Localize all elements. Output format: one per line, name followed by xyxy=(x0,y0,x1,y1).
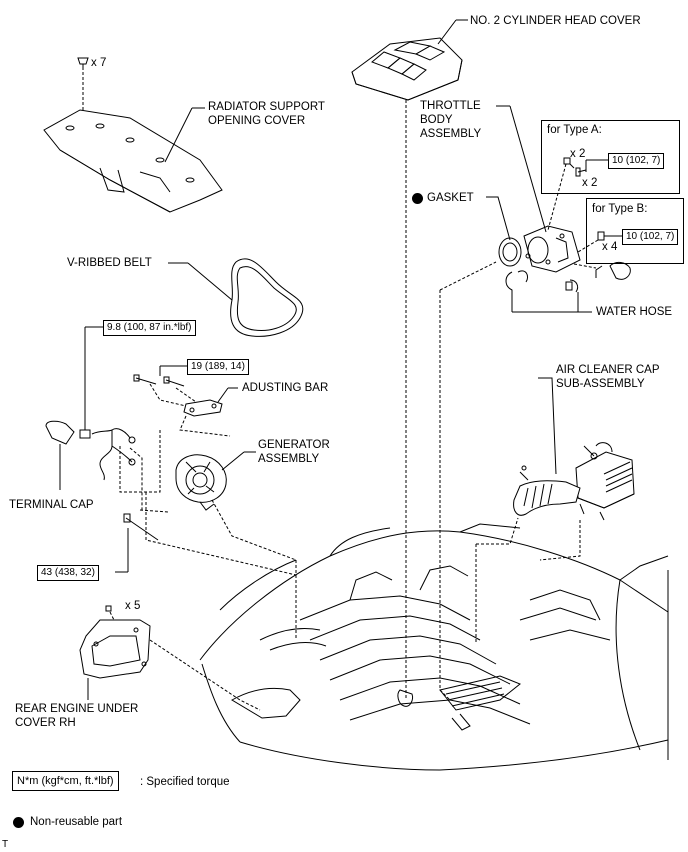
non-reusable-legend-text: Non-reusable part xyxy=(30,816,123,828)
throttle-body-label-2: BODY xyxy=(420,114,453,126)
footer-code: T xyxy=(2,839,9,850)
v-ribbed-belt-part xyxy=(230,258,304,337)
cylinder-head-cover-part xyxy=(351,37,463,101)
cylinder-head-cover-label: NO. 2 CYLINDER HEAD COVER xyxy=(470,15,641,27)
rear-engine-under-cover-part xyxy=(79,619,151,679)
type-b-torque: 10 (102, 7) xyxy=(622,229,679,245)
type-a-qty-bottom: x 2 xyxy=(582,177,598,189)
clip-quantity: x 7 xyxy=(91,57,107,69)
engine-bay-drawing xyxy=(199,523,669,771)
throttle-body-label-3: ASSEMBLY xyxy=(420,128,482,140)
water-hose-label: WATER HOSE xyxy=(596,306,673,318)
generator-bolt-torque: 43 (438, 32) xyxy=(37,565,99,581)
adjusting-bar-label: ADUSTING BAR xyxy=(242,382,329,394)
radiator-support-cover-part xyxy=(43,109,223,213)
rear-engine-cover-label-1: REAR ENGINE UNDER xyxy=(15,703,139,715)
generator-label-1: GENERATOR xyxy=(258,439,330,451)
type-a-label: for Type A: xyxy=(547,124,602,136)
terminal-cap-label: TERMINAL CAP xyxy=(9,499,94,511)
type-b-qty: x 4 xyxy=(602,241,618,253)
under-cover-qty: x 5 xyxy=(125,600,141,612)
type-b-frame xyxy=(586,198,684,264)
rear-engine-cover-label-2: COVER RH xyxy=(15,717,76,729)
type-a-frame xyxy=(541,120,680,194)
type-a-torque: 10 (102, 7) xyxy=(608,153,665,169)
throttle-body-part xyxy=(523,225,581,273)
air-cleaner-label-1: AIR CLEANER CAP xyxy=(556,364,660,376)
gasket-label: GASKET xyxy=(427,192,474,204)
generator-part xyxy=(175,454,227,511)
non-reusable-legend-icon xyxy=(13,817,24,828)
throttle-body-label-1: THROTTLE xyxy=(420,100,481,112)
type-b-label: for Type B: xyxy=(592,203,648,215)
radiator-support-cover-label-2: OPENING COVER xyxy=(208,115,306,127)
torque-legend-box: N*m (kgf*cm, ft.*lbf) xyxy=(12,771,119,791)
generator-label-2: ASSEMBLY xyxy=(258,453,320,465)
air-cleaner-cap-part xyxy=(513,442,635,521)
radiator-support-cover-label-1: RADIATOR SUPPORT xyxy=(208,101,325,113)
torque-legend-description: : Specified torque xyxy=(140,776,230,788)
air-cleaner-label-2: SUB-ASSEMBLY xyxy=(556,378,645,390)
v-ribbed-belt-label: V-RIBBED BELT xyxy=(67,257,152,269)
gasket-non-reusable-icon xyxy=(412,193,423,204)
type-a-qty-top: x 2 xyxy=(570,148,586,160)
adjusting-bolts-torque: 19 (189, 14) xyxy=(187,359,249,375)
adjusting-bar-part xyxy=(183,399,223,417)
terminal-nut-torque: 9.8 (100, 87 in.*lbf) xyxy=(103,320,196,336)
